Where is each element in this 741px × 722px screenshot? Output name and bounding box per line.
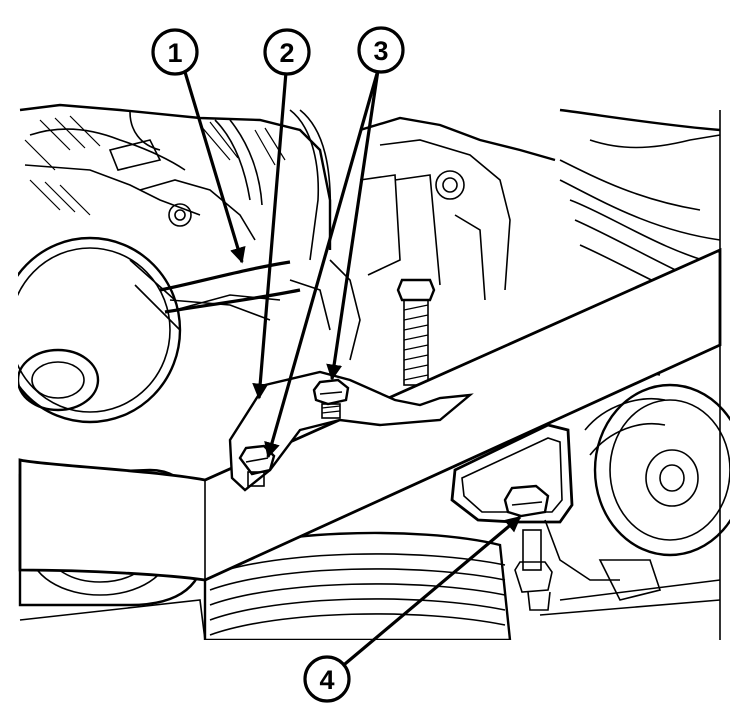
tensioner-housing	[169, 116, 556, 386]
leader-3b	[326, 69, 380, 381]
engine-scene	[18, 103, 730, 640]
callout-2: 2	[263, 28, 311, 76]
callout-4-label: 4	[319, 665, 334, 695]
upper-belt	[159, 260, 301, 314]
leader-3a	[264, 69, 380, 459]
leader-1	[183, 71, 246, 264]
callout-1-label: 1	[167, 38, 182, 68]
engine-block-upper-left	[19, 103, 332, 261]
right-engine-section	[539, 108, 730, 616]
leader-2	[252, 71, 288, 400]
callout-1: 1	[151, 28, 199, 76]
leader-lines	[183, 69, 522, 676]
callout-3: 3	[357, 26, 405, 74]
callout-4: 4	[303, 655, 351, 703]
callout-2-label: 2	[279, 38, 294, 68]
lower-bracket	[450, 423, 620, 611]
leader-4	[331, 515, 522, 676]
callout-3-label: 3	[373, 36, 388, 66]
left-pulley	[18, 236, 182, 424]
